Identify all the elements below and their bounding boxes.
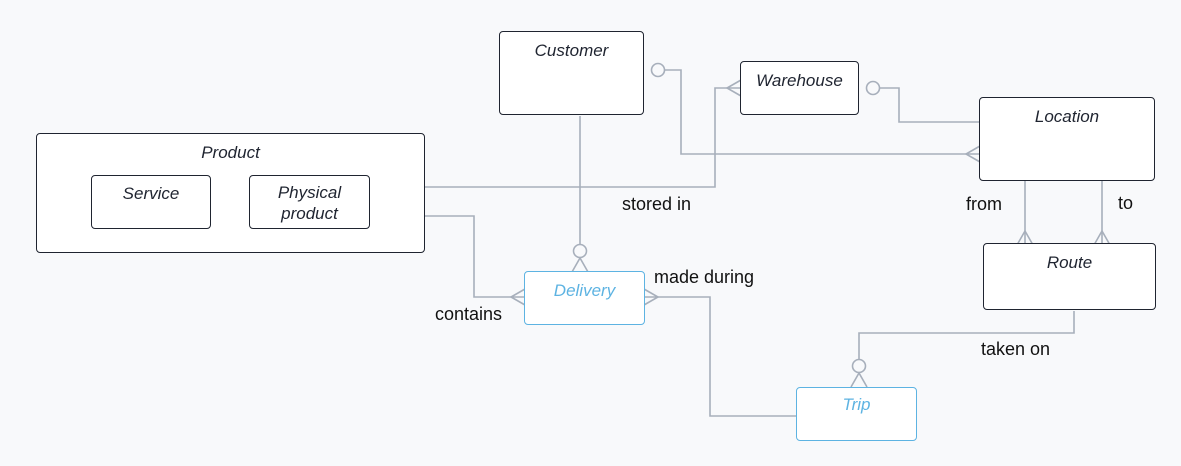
relationship-label-made-during: made during [654,267,755,287]
connector-route-trip [858,311,1075,359]
entity-product-label: Product [201,143,260,162]
entity-location-label: Location [1034,107,1100,126]
optional-marker-delivery [572,243,588,259]
entity-physical-product-label-line2: product [281,204,338,223]
entity-route[interactable]: Route [983,243,1156,310]
crowfoot-delivery-contains [509,288,526,306]
optional-marker-trip [851,358,867,374]
entity-location[interactable]: Location [979,97,1155,181]
entity-physical-product-label: Physical product [250,182,369,224]
crowfoot-route-to [1093,229,1111,246]
connector-delivery-trip [644,296,797,417]
connector-customer-location [665,69,980,155]
entity-route-label: Route [1046,253,1093,272]
relationship-label-stored-in: stored in [622,194,692,214]
entity-delivery-label: Delivery [553,281,616,300]
entity-warehouse-label: Warehouse [756,71,843,90]
entity-trip[interactable]: Trip [796,387,917,441]
relationship-label-from: from [966,194,1002,214]
entity-customer-label: Customer [534,41,609,60]
relationship-label-taken-on: taken on [981,339,1051,359]
entity-physical-product[interactable]: Physical product [249,175,370,229]
entity-service-label: Service [122,184,180,203]
optional-marker-warehouse [865,80,881,96]
crowfoot-location-customer [964,145,981,163]
connector-warehouse-location [880,87,980,123]
crowfoot-warehouse [725,79,742,97]
crowfoot-route-from [1016,229,1034,246]
optional-marker-customer [650,62,666,78]
relationship-label-to: to [1118,193,1134,213]
entity-warehouse[interactable]: Warehouse [740,61,859,115]
entity-physical-product-label-line1: Physical [277,183,342,202]
crowfoot-trip [850,371,868,388]
entity-delivery[interactable]: Delivery [524,271,645,325]
relationship-label-contains: contains [435,304,503,324]
entity-service[interactable]: Service [91,175,211,229]
crowfoot-delivery-customer [571,256,589,273]
entity-customer[interactable]: Customer [499,31,644,115]
crowfoot-delivery-made-during [643,288,660,306]
entity-trip-label: Trip [842,395,871,414]
